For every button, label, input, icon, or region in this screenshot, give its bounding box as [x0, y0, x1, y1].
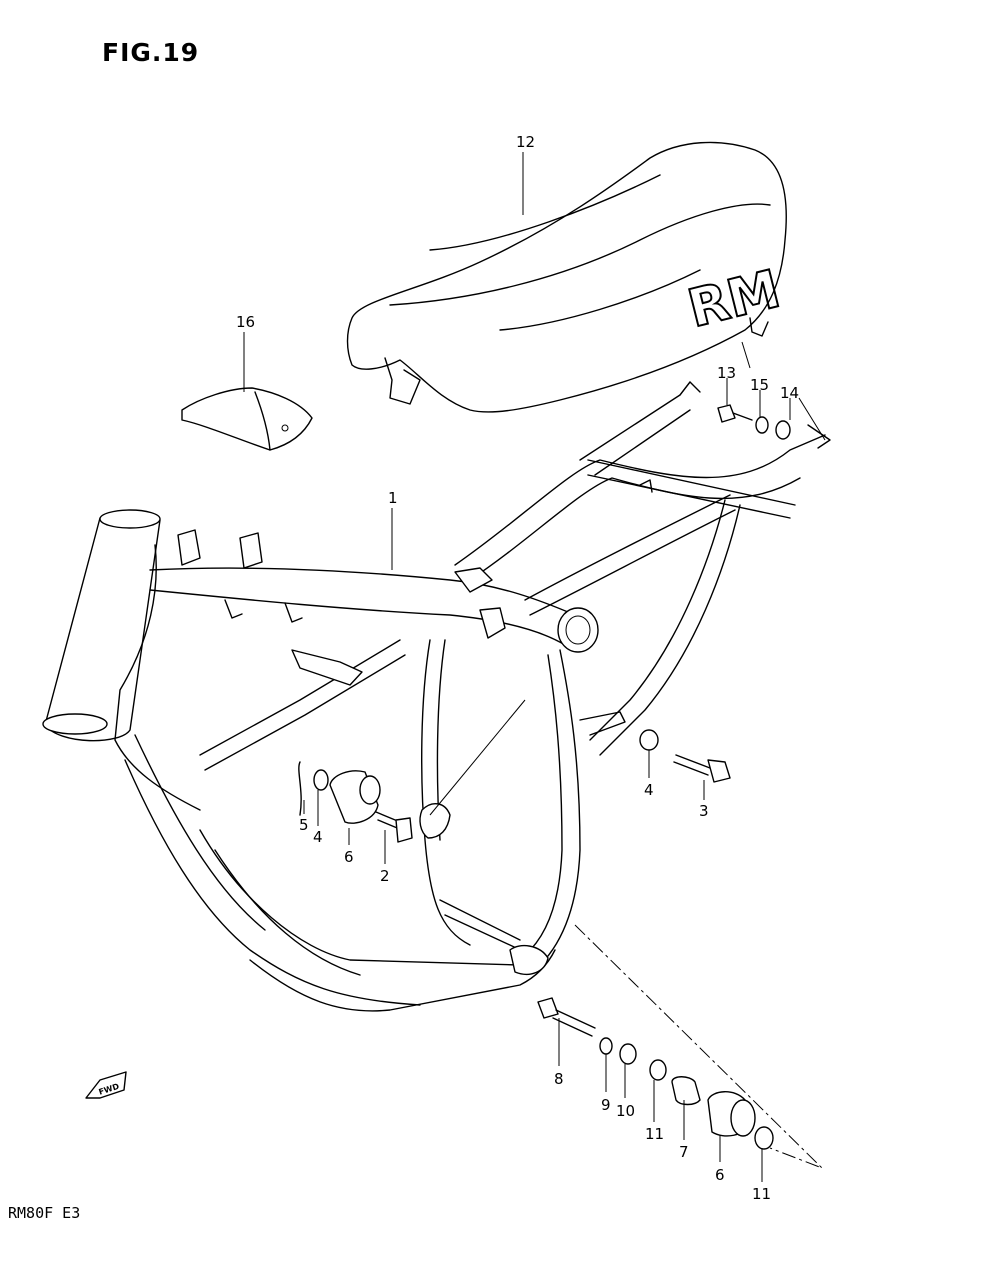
- alignment-line: [574, 924, 823, 1169]
- callout-1: 1: [388, 489, 398, 507]
- callout-2: 2: [380, 867, 390, 885]
- callout-leaders: [243, 152, 826, 1182]
- seat-bolt-parts: [717, 404, 791, 440]
- callout-3: 3: [699, 802, 709, 820]
- callout-4-left: 4: [313, 828, 323, 846]
- callout-11-upper: 11: [645, 1125, 664, 1143]
- lower-mount-parts: [537, 997, 774, 1150]
- callout-9: 9: [601, 1096, 611, 1114]
- callout-8: 8: [554, 1070, 564, 1088]
- callout-14: 14: [780, 384, 799, 402]
- engine-mount-upper: [298, 761, 413, 843]
- model-code: RM80F E3: [8, 1204, 81, 1222]
- figure-title: FIG.19: [102, 38, 200, 67]
- callout-13: 13: [717, 364, 736, 382]
- callout-5: 5: [299, 816, 309, 834]
- callout-6-lower: 6: [715, 1166, 725, 1184]
- fwd-arrow-icon: FWD: [85, 1071, 127, 1099]
- frame-part: [42, 381, 831, 1012]
- leader-line: [429, 699, 526, 816]
- seat-pad-part: [181, 387, 313, 451]
- bolt-part-3: [639, 729, 731, 783]
- callout-12: 12: [516, 133, 535, 151]
- callout-15: 15: [750, 376, 769, 394]
- callout-6-upper: 6: [344, 848, 354, 866]
- callout-4-right: 4: [644, 781, 654, 799]
- callout-16: 16: [236, 313, 255, 331]
- callout-11-lower: 11: [752, 1185, 771, 1203]
- callout-10: 10: [616, 1102, 635, 1120]
- callout-7: 7: [679, 1143, 689, 1161]
